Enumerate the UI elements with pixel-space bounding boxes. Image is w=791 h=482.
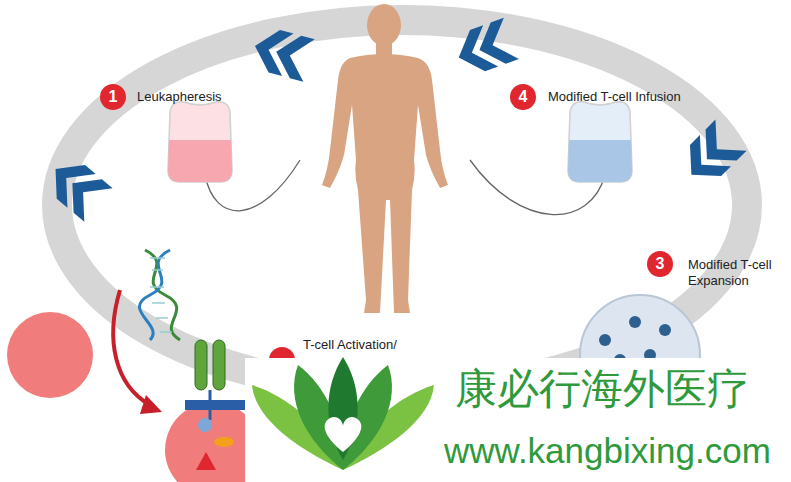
callout-number: 3 xyxy=(647,251,673,277)
step-label: T-cell Activation/ xyxy=(303,337,397,353)
callout-circle xyxy=(647,251,673,277)
transduction-arrow xyxy=(113,290,150,405)
lotus-logo xyxy=(252,357,434,470)
cell-bag xyxy=(568,102,632,182)
step-label: Modified T-cell Expansion xyxy=(688,257,780,288)
callout-circle xyxy=(100,84,126,110)
t-cell xyxy=(7,312,93,398)
chevron xyxy=(451,18,519,78)
step-label: Modified T-cell Infusion xyxy=(548,89,681,105)
chevron xyxy=(676,120,747,191)
arrowhead xyxy=(140,395,162,414)
chevron xyxy=(249,25,314,82)
watermark-url: www.kangbixing.com xyxy=(444,432,771,471)
watermark-text: 康必行海外医疗 xyxy=(455,366,749,412)
blood-bag xyxy=(168,102,232,182)
callout-number: 1 xyxy=(100,84,126,110)
watermark-panel xyxy=(245,358,791,482)
step-label: Leukapheresis xyxy=(137,89,222,105)
chevron xyxy=(41,152,112,222)
callout-circle xyxy=(510,84,536,110)
callout-number: 4 xyxy=(510,84,536,110)
car-receptor xyxy=(185,340,245,470)
dna-helix xyxy=(139,250,180,340)
human-figure xyxy=(322,4,448,313)
